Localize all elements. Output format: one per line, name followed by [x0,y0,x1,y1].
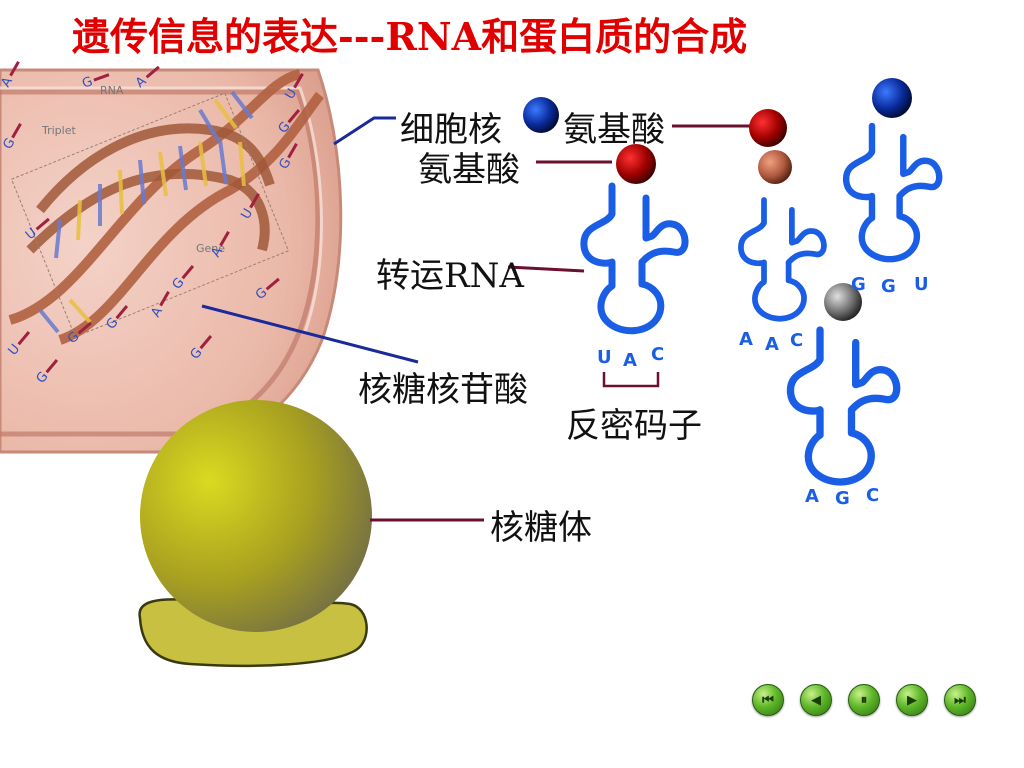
ribosome [138,400,372,668]
label-nucleus: 细胞核 [400,110,502,150]
first-slide-button[interactable]: ⏮ [752,684,784,716]
leader-lines [370,124,750,522]
trna-3 [846,126,939,259]
anticodon-2-base-3: C [790,330,803,351]
prev-slide-button[interactable]: ◀ [800,684,832,716]
label-trna: 转运RNA [376,256,524,296]
trna-4 [790,330,896,482]
label-amino-acid-2: 氨基酸 [418,150,520,190]
pointer-lines [201,116,419,364]
anticodon-1-base-1: U [597,347,612,368]
anticodon-4-base-2: G [835,488,850,509]
anticodon-1-base-3: C [651,344,664,365]
rna-inner-label: RNA [100,84,124,97]
dna-helix [8,69,324,345]
anticodon-2-base-2: A [765,334,779,355]
trna-1 [584,186,685,331]
last-slide-button[interactable]: ⏭ [944,684,976,716]
amino-acid-blue-2 [523,97,559,133]
anticodon-4-base-1: A [805,486,819,507]
trna-2 [741,200,824,319]
anticodon-bracket [602,372,660,388]
amino-acid-gray [824,283,862,321]
amino-acid-red-2 [749,109,787,147]
pause-button[interactable]: ⏸ [848,684,880,716]
amino-acid-brown [758,150,792,184]
anticodon-3-base-3: U [914,274,929,295]
anticodon-3-base-1: G [851,274,866,295]
svg-text:G: G [80,74,95,92]
anticodon-3-base-2: G [881,276,896,297]
triplet-inner-label: Triplet [41,124,76,137]
label-ribosome: 核糖体 [490,508,592,548]
label-anticodon: 反密码子 [566,406,702,446]
next-slide-button[interactable]: ▶ [896,684,928,716]
anticodon-2-base-1: A [739,329,753,350]
amino-acid-red-1 [616,144,656,184]
slide-title: 遗传信息的表达---RNA和蛋白质的合成 [72,14,748,59]
label-ribonucleotide: 核糖核苷酸 [358,370,528,410]
label-amino-acid-1: 氨基酸 [563,110,665,150]
amino-acid-blue-1 [872,78,912,118]
anticodon-1-base-2: A [623,350,637,371]
gene-inner-label: Gene [196,242,225,255]
free-nucleotide: G [80,73,110,92]
anticodon-4-base-3: C [866,485,879,506]
